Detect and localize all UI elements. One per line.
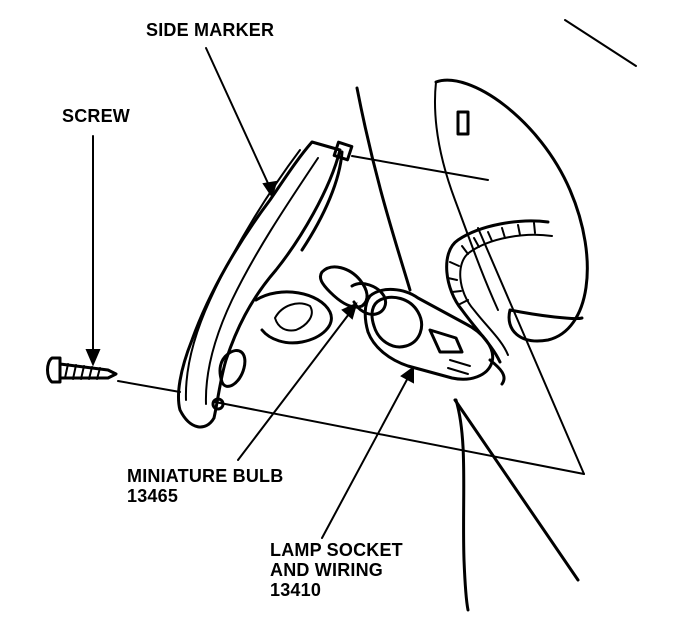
leader-bulb [237,309,353,461]
leader-socket-arrow [400,366,414,384]
socket-wire-lead [488,358,506,386]
side-marker-lens-edge-2 [204,157,319,405]
retainer-slot [456,110,470,136]
vertical-line-center [355,86,412,292]
callout-lamp-socket-line2: AND WIRING [270,560,383,580]
side-marker-lens-edge [184,149,301,401]
fender-curve-left [454,398,470,612]
callout-lamp-socket-line1: LAMP SOCKET [270,540,403,560]
alignment-line-screw [117,380,181,393]
socket-hole [254,290,333,345]
leader-side-marker-arrow [262,180,278,199]
fender-edge-top [564,19,637,67]
lamp-socket-tab [447,359,471,375]
callout-miniature-bulb-line1: MINIATURE BULB [127,466,284,486]
wiring-harness-ties [447,222,536,305]
callout-miniature-bulb-part-number: 13465 [127,486,179,506]
screw-threads [64,363,101,380]
socket-hole-notch [274,302,313,332]
housing-mount-oval [218,349,247,388]
miniature-bulb [318,265,369,309]
alignment-line-right [477,227,585,475]
fender-opening [434,78,589,343]
alignment-line-top [351,155,489,181]
housing-back [300,150,344,252]
housing-screw-hole [211,397,225,411]
leader-bulb-arrow [341,302,358,320]
lamp-socket-ring [370,295,423,349]
lamp-socket-body [363,288,495,381]
fender-line-lower [453,398,580,582]
callout-miniature-bulb: MINIATURE BULB 13465 [127,466,283,506]
leader-screw-arrow [85,349,101,367]
leader-socket [321,373,411,539]
callout-lamp-socket-part-number: 13410 [270,580,322,600]
fender-opening-inner [433,81,499,311]
lamp-socket-lug [428,328,464,354]
callout-lamp-socket: LAMP SOCKET AND WIRING 13410 [270,540,403,600]
side-marker-housing [177,140,342,429]
screw-head [46,356,62,384]
callout-side-marker: SIDE MARKER [146,20,275,40]
wiring-harness-outer [459,233,553,356]
miniature-bulb-base [350,282,388,316]
leader-side-marker [205,47,273,193]
alignment-line-bottom [214,401,585,475]
callout-screw: SCREW [62,106,130,126]
